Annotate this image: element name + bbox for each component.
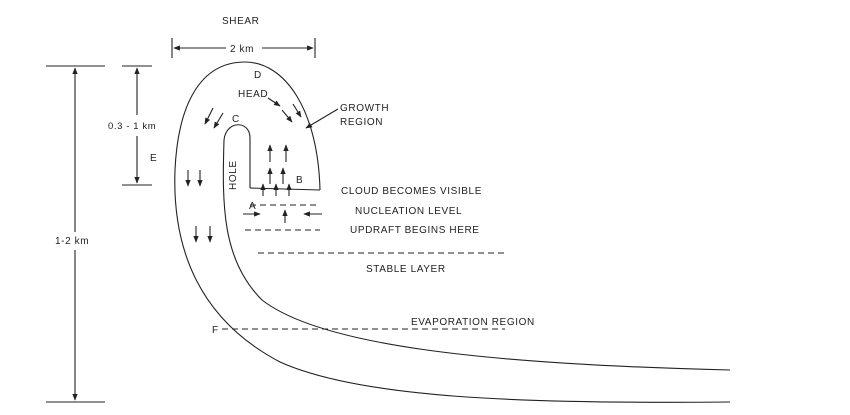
head-label: HEAD bbox=[238, 89, 268, 100]
point-d-label: D bbox=[254, 70, 262, 81]
point-c-label: C bbox=[232, 114, 240, 125]
point-b-label: B bbox=[296, 175, 303, 186]
plume-outer-outline bbox=[174, 61, 731, 403]
point-a-label: A bbox=[249, 201, 256, 212]
nucleation-label: NUCLEATION LEVEL bbox=[355, 206, 462, 217]
point-e-label: E bbox=[150, 153, 157, 164]
circulation-arrows bbox=[185, 97, 322, 243]
width-label: 2 km bbox=[230, 44, 254, 55]
head-depth-label: 0.3 - 1 km bbox=[108, 121, 156, 132]
shear-label: SHEAR bbox=[222, 16, 259, 27]
point-f-label: F bbox=[212, 325, 219, 336]
head-base-line bbox=[249, 187, 321, 191]
growth-region-pointer bbox=[305, 108, 339, 129]
hole-label: HOLE bbox=[228, 160, 239, 190]
growth-region-label-1: GROWTH bbox=[340, 103, 389, 114]
plume-inner-outline bbox=[222, 124, 731, 371]
total-depth-label: 1-2 km bbox=[55, 236, 89, 247]
evaporation-label: EVAPORATION REGION bbox=[411, 317, 535, 328]
cloud-visible-label: CLOUD BECOMES VISIBLE bbox=[341, 186, 482, 197]
growth-region-label-2: REGION bbox=[340, 117, 383, 128]
stable-layer-label: STABLE LAYER bbox=[366, 264, 446, 275]
updraft-label: UPDRAFT BEGINS HERE bbox=[350, 225, 480, 236]
